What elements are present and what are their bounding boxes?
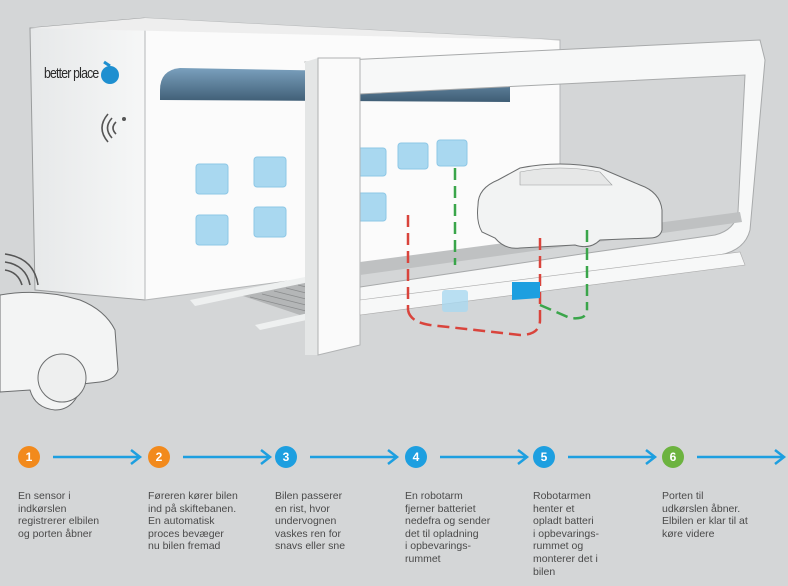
battery-in-transit — [442, 282, 540, 312]
battery-icon — [397, 142, 429, 170]
step-number-badge: 3 — [275, 446, 297, 468]
arrow-right-icon — [53, 449, 143, 465]
step-number-badge: 4 — [405, 446, 427, 468]
entry-car — [0, 253, 119, 411]
battery-icon — [195, 163, 229, 195]
arrow-right-icon — [697, 449, 787, 465]
logo-text: better place — [44, 65, 99, 82]
logo-drop-icon — [101, 66, 119, 84]
wireless-signal-icon — [4, 253, 39, 286]
step-number-badge: 5 — [533, 446, 555, 468]
step-description: En robotarm fjerner batteriet nedefra og… — [405, 490, 491, 565]
arrow-right-icon — [568, 449, 658, 465]
arrow-right-icon — [183, 449, 273, 465]
battery-icon — [253, 206, 287, 238]
wireless-sensor-icon — [101, 113, 126, 143]
process-steps: 1 En sensor i indkørslen registrerer elb… — [0, 430, 788, 586]
arrow-right-icon — [440, 449, 530, 465]
battery-delivery-path — [453, 168, 589, 320]
station-illustration: better place — [0, 17, 766, 411]
step-description: Robotarmen henter et opladt batteri i op… — [533, 490, 599, 578]
battery-icon — [442, 290, 468, 312]
battery-icon — [253, 156, 287, 188]
battery-icon — [195, 214, 229, 246]
step-description: Føreren kører bilen ind på skiftebanen. … — [148, 490, 238, 553]
station-scene-svg — [0, 17, 766, 411]
step-description: Porten til udkørslen åbner. Elbilen er k… — [662, 490, 748, 540]
logo — [101, 60, 119, 84]
step-number-badge: 1 — [18, 446, 40, 468]
battery-removal-path — [406, 215, 542, 337]
step-number-badge: 6 — [662, 446, 684, 468]
battery-icon — [436, 139, 468, 167]
step-description: Bilen passerer en rist, hvor undervognen… — [275, 490, 346, 553]
step-description: En sensor i indkørslen registrerer elbil… — [18, 490, 100, 540]
battery-icon — [512, 282, 540, 300]
step-number-badge: 2 — [148, 446, 170, 468]
arrow-right-icon — [310, 449, 400, 465]
wheel — [37, 353, 87, 403]
car-on-lane — [477, 163, 663, 249]
